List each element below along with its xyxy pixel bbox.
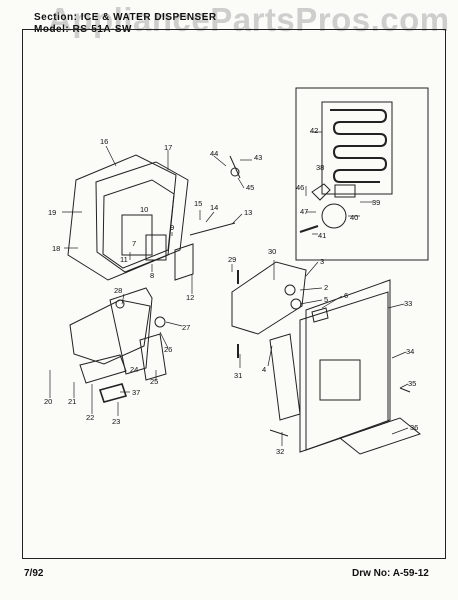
callout-14: 14 bbox=[210, 203, 218, 212]
callout-2: 2 bbox=[324, 283, 328, 292]
callout-7: 7 bbox=[132, 239, 136, 248]
callout-4: 4 bbox=[262, 365, 266, 374]
callout-36: 36 bbox=[410, 423, 418, 432]
callout-29: 29 bbox=[228, 255, 236, 264]
callout-5: 5 bbox=[324, 295, 328, 304]
wire-13 bbox=[189, 222, 236, 236]
callout-3: 3 bbox=[320, 257, 324, 266]
callout-20: 20 bbox=[44, 397, 52, 406]
bracket-46 bbox=[311, 183, 331, 201]
thermostat-disc-40 bbox=[321, 203, 347, 229]
callout-16: 16 bbox=[100, 137, 108, 146]
callout-11: 11 bbox=[120, 255, 128, 264]
callout-9: 9 bbox=[170, 223, 174, 232]
thermostat-block bbox=[334, 184, 356, 198]
frame-17 bbox=[95, 161, 189, 273]
callout-13: 13 bbox=[244, 208, 252, 217]
lever-frame-20 bbox=[69, 299, 151, 365]
grille-36 bbox=[338, 417, 422, 455]
callout-labels: 42 38 39 40 41 46 47 44 43 45 16 17 19 1… bbox=[44, 126, 418, 456]
gasket-18 bbox=[102, 179, 175, 269]
heater-inset-box bbox=[295, 87, 429, 261]
callout-40: 40 bbox=[350, 213, 358, 222]
callout-17: 17 bbox=[164, 143, 172, 152]
callout-42: 42 bbox=[310, 126, 318, 135]
spring-2 bbox=[284, 284, 296, 296]
callout-41: 41 bbox=[318, 231, 326, 240]
callout-8: 8 bbox=[150, 271, 154, 280]
callout-30: 30 bbox=[268, 247, 276, 256]
callout-31: 31 bbox=[234, 371, 242, 380]
callout-28: 28 bbox=[114, 286, 122, 295]
part-32 bbox=[269, 429, 289, 437]
bracket-12 bbox=[174, 243, 194, 281]
fitting-45 bbox=[230, 167, 240, 177]
callout-23: 23 bbox=[112, 417, 120, 426]
screw-41 bbox=[299, 225, 319, 233]
callout-43: 43 bbox=[254, 153, 262, 162]
callout-38: 38 bbox=[316, 163, 324, 172]
solenoid-8 bbox=[145, 234, 167, 261]
pad-23 bbox=[98, 383, 128, 403]
callout-22: 22 bbox=[86, 413, 94, 422]
dispenser-recess bbox=[319, 359, 361, 401]
callout-25: 25 bbox=[150, 377, 158, 386]
callout-19: 19 bbox=[48, 208, 56, 217]
diagram-frame bbox=[22, 29, 446, 559]
callout-47: 47 bbox=[300, 207, 308, 216]
callout-45: 45 bbox=[246, 183, 254, 192]
callout-18: 18 bbox=[52, 244, 60, 253]
pad-22 bbox=[79, 354, 127, 384]
bracket-30 bbox=[231, 261, 307, 335]
heater-coil bbox=[330, 109, 388, 183]
arm-24 bbox=[109, 287, 153, 375]
callout-15: 15 bbox=[194, 199, 202, 208]
footer-date: 7/92 bbox=[24, 568, 44, 579]
callout-44: 44 bbox=[210, 149, 218, 158]
section-title: Section: ICE & WATER DISPENSER bbox=[34, 12, 217, 23]
callout-46: 46 bbox=[296, 183, 304, 192]
callout-35: 35 bbox=[408, 379, 416, 388]
callout-21: 21 bbox=[68, 397, 76, 406]
callout-6: 6 bbox=[344, 291, 348, 300]
spring-28 bbox=[115, 299, 125, 309]
callout-37: 37 bbox=[132, 388, 140, 397]
footer-drawing-number: Drw No: A-59-12 bbox=[352, 568, 429, 579]
spring-26 bbox=[154, 316, 166, 328]
housing-33 bbox=[305, 279, 391, 451]
pad-6 bbox=[311, 307, 329, 323]
callout-33: 33 bbox=[404, 299, 412, 308]
callout-34: 34 bbox=[406, 347, 414, 356]
callout-26: 26 bbox=[164, 345, 172, 354]
callout-10: 10 bbox=[140, 205, 148, 214]
nut-5 bbox=[290, 298, 302, 310]
screw-35 bbox=[399, 387, 411, 393]
heater-plate bbox=[321, 101, 393, 195]
callout-32: 32 bbox=[276, 447, 284, 456]
chute-4 bbox=[269, 333, 301, 421]
pad-25 bbox=[139, 333, 167, 381]
callout-39: 39 bbox=[372, 198, 380, 207]
callout-12: 12 bbox=[186, 293, 194, 302]
callout-27: 27 bbox=[182, 323, 190, 332]
watermark: AppliancePartsPros.com bbox=[48, 1, 450, 38]
callout-24: 24 bbox=[130, 365, 138, 374]
